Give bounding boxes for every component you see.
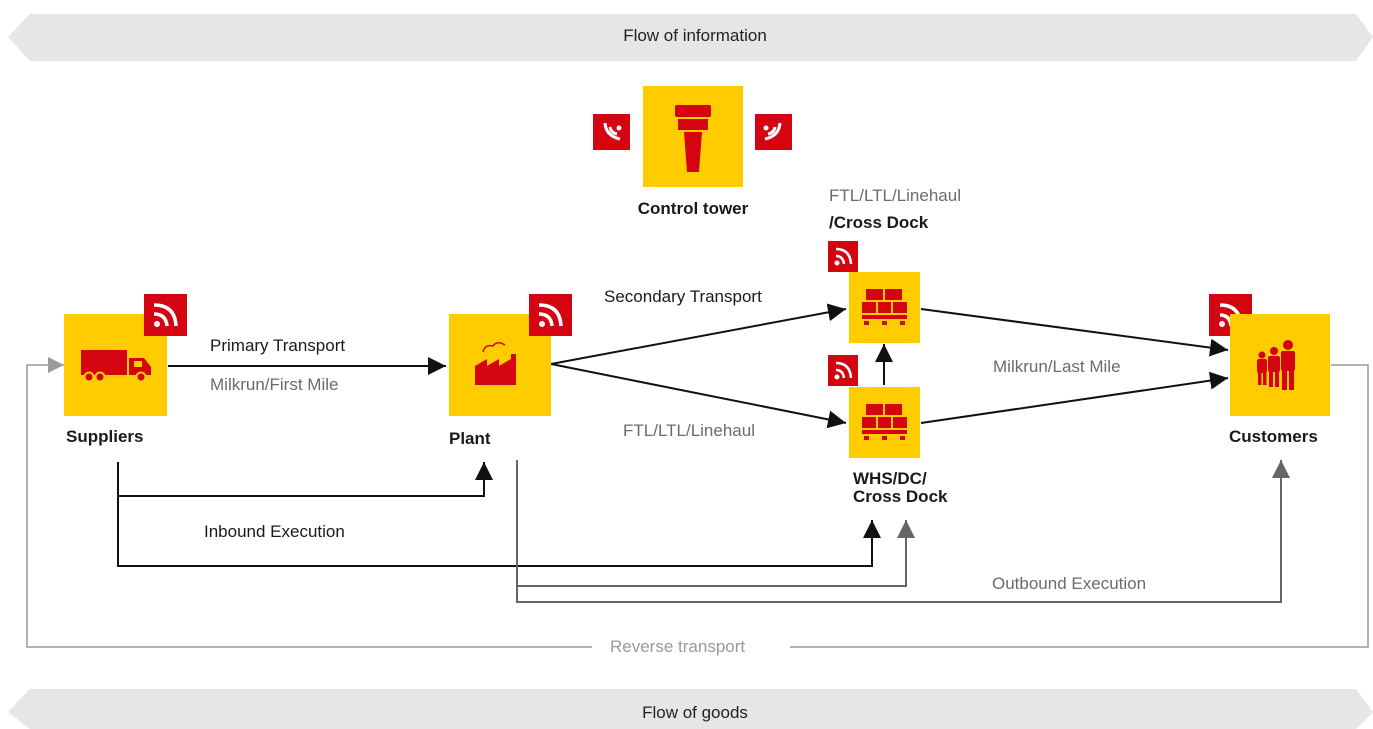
wifi-signal-icon bbox=[834, 247, 853, 266]
info-flow-banner bbox=[8, 14, 1373, 61]
edge-label-primary-transport: Primary Transport bbox=[210, 336, 346, 355]
edge-label-ftl-ltl-linehaul: FTL/LTL/Linehaul bbox=[623, 421, 755, 440]
plant-label: Plant bbox=[449, 429, 491, 448]
crossdock-tile bbox=[849, 272, 920, 343]
edge-label-inbound-execution: Inbound Execution bbox=[204, 522, 345, 541]
arrow-whs-to-customers bbox=[920, 371, 1229, 424]
control-tower-label: Control tower bbox=[637, 199, 749, 218]
signal-right-icon bbox=[763, 122, 782, 141]
signal-left-icon bbox=[603, 122, 622, 141]
pallet-boxes-icon bbox=[862, 404, 907, 440]
outbound-plant-to-whs bbox=[516, 460, 915, 587]
suppliers-tile bbox=[64, 314, 167, 416]
crossdock-label-line1: FTL/LTL/Linehaul bbox=[829, 186, 961, 205]
inbound-suppliers-to-plant bbox=[117, 462, 493, 497]
suppliers-signal-badge bbox=[144, 294, 187, 336]
inbound-suppliers-to-whs bbox=[117, 496, 881, 567]
info-flow-label: Flow of information bbox=[623, 26, 767, 45]
reverse-transport-line bbox=[790, 364, 1369, 648]
signal-left-badge bbox=[593, 114, 630, 150]
outbound-plant-to-customers bbox=[516, 460, 1290, 603]
people-icon bbox=[1257, 340, 1295, 390]
arrow-plant-to-crossdock bbox=[550, 303, 847, 365]
plant-signal-badge bbox=[529, 294, 572, 336]
factory-icon bbox=[475, 342, 516, 385]
pallet-boxes-icon bbox=[862, 289, 907, 325]
crossdock-signal-badge bbox=[828, 241, 858, 272]
signal-right-badge bbox=[755, 114, 792, 150]
rss-signal-icon bbox=[153, 303, 178, 327]
arrow-plant-to-whs bbox=[550, 363, 847, 429]
crossdock-label-line2: /Cross Dock bbox=[829, 213, 929, 232]
edge-label-outbound-execution: Outbound Execution bbox=[992, 574, 1147, 593]
arrow-crossdock-to-customers bbox=[920, 308, 1229, 357]
rss-signal-icon bbox=[538, 303, 563, 327]
control-tower-tile bbox=[643, 86, 743, 187]
wifi-signal-icon bbox=[834, 361, 853, 380]
edge-label-reverse-transport: Reverse transport bbox=[610, 637, 746, 656]
whs-tile bbox=[849, 387, 920, 458]
goods-flow-banner bbox=[8, 689, 1373, 729]
control-tower-icon bbox=[675, 105, 711, 172]
edge-label-secondary-transport: Secondary Transport bbox=[604, 287, 762, 306]
suppliers-label: Suppliers bbox=[66, 427, 144, 446]
edge-label-milkrun-first-mile: Milkrun/First Mile bbox=[210, 375, 339, 394]
reverse-transport-line-left bbox=[26, 357, 592, 648]
whs-label-line1: WHS/DC/ bbox=[853, 469, 927, 488]
truck-icon bbox=[81, 350, 151, 383]
edge-label-milkrun-last-mile: Milkrun/Last Mile bbox=[993, 357, 1121, 376]
whs-label-line2: Cross Dock bbox=[853, 487, 948, 506]
whs-signal-badge bbox=[828, 355, 858, 386]
goods-flow-label: Flow of goods bbox=[642, 703, 748, 722]
customers-label: Customers bbox=[1229, 427, 1318, 446]
customers-tile bbox=[1230, 314, 1330, 416]
